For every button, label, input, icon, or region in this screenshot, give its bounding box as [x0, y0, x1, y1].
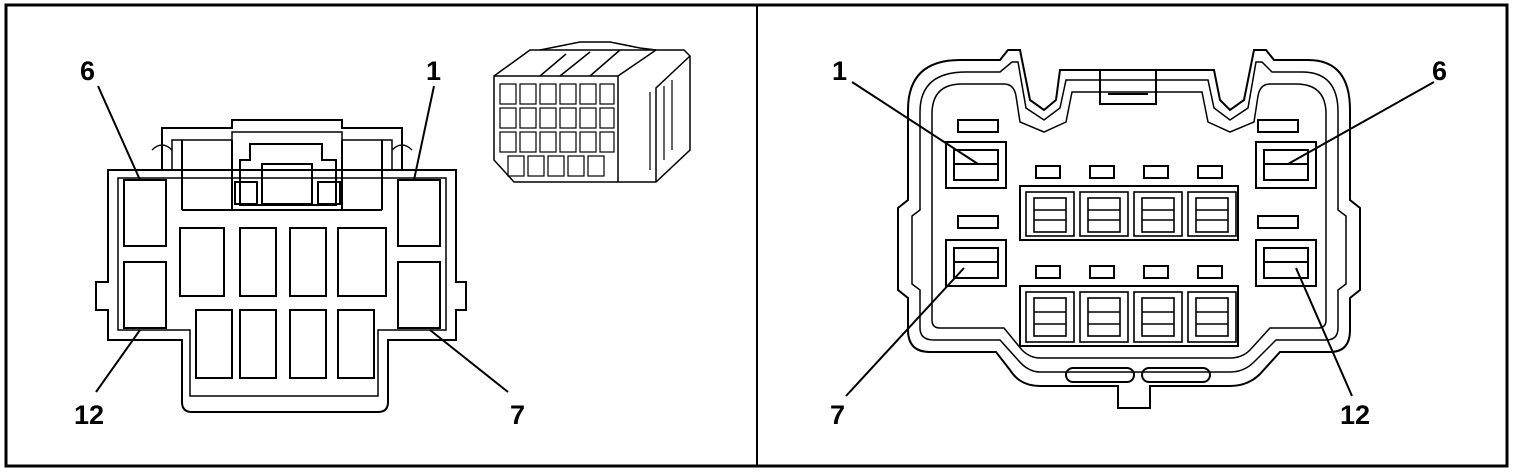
left-leader-lines [95, 85, 509, 393]
right-pin-label-6: 6 [1432, 56, 1447, 86]
right-pin-label-12: 12 [1340, 400, 1370, 430]
left-pin-label-6: 6 [80, 56, 95, 86]
right-leader-lines [845, 81, 1435, 397]
left-pin-label-1: 1 [426, 56, 441, 86]
right-connector-face [897, 49, 1361, 409]
connector-isometric-view [493, 41, 691, 183]
right-centre-terminals [1019, 185, 1239, 347]
left-connector-face [95, 119, 467, 413]
right-pin-label-7: 7 [830, 400, 845, 430]
right-side-terminals [945, 141, 1317, 287]
left-pin-label-7: 7 [510, 400, 525, 430]
left-pin-label-12: 12 [74, 400, 104, 430]
right-pin-label-1: 1 [832, 56, 847, 86]
